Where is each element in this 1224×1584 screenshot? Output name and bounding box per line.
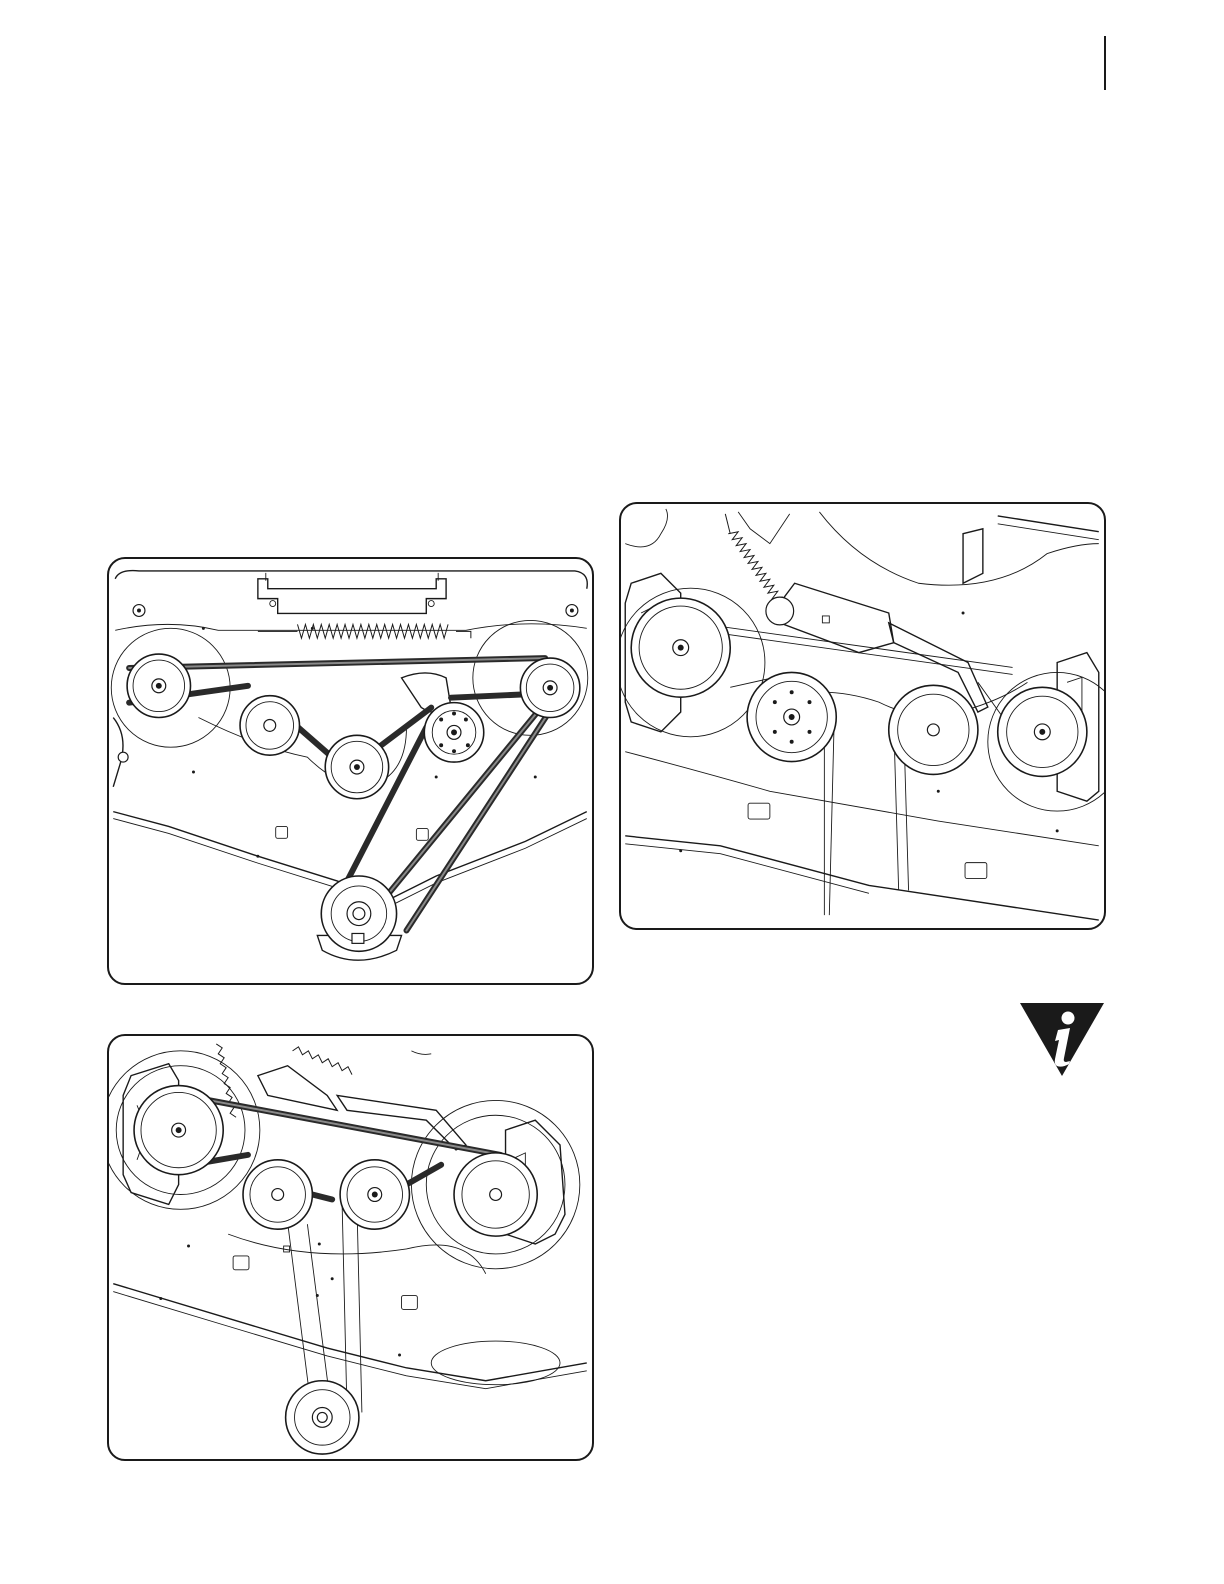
deck-belt-right-drawing [621, 504, 1104, 928]
page-margin-rule [1104, 36, 1106, 90]
figure-deck-belt-right [619, 502, 1106, 930]
figure-deck-belt-lower [107, 1034, 594, 1461]
information-icon [1018, 1000, 1106, 1078]
deck-belt-top-drawing [109, 559, 592, 983]
figure-deck-belt-top [107, 557, 594, 985]
deck-belt-lower-drawing [109, 1036, 592, 1459]
information-icon-shape [1018, 1000, 1106, 1078]
